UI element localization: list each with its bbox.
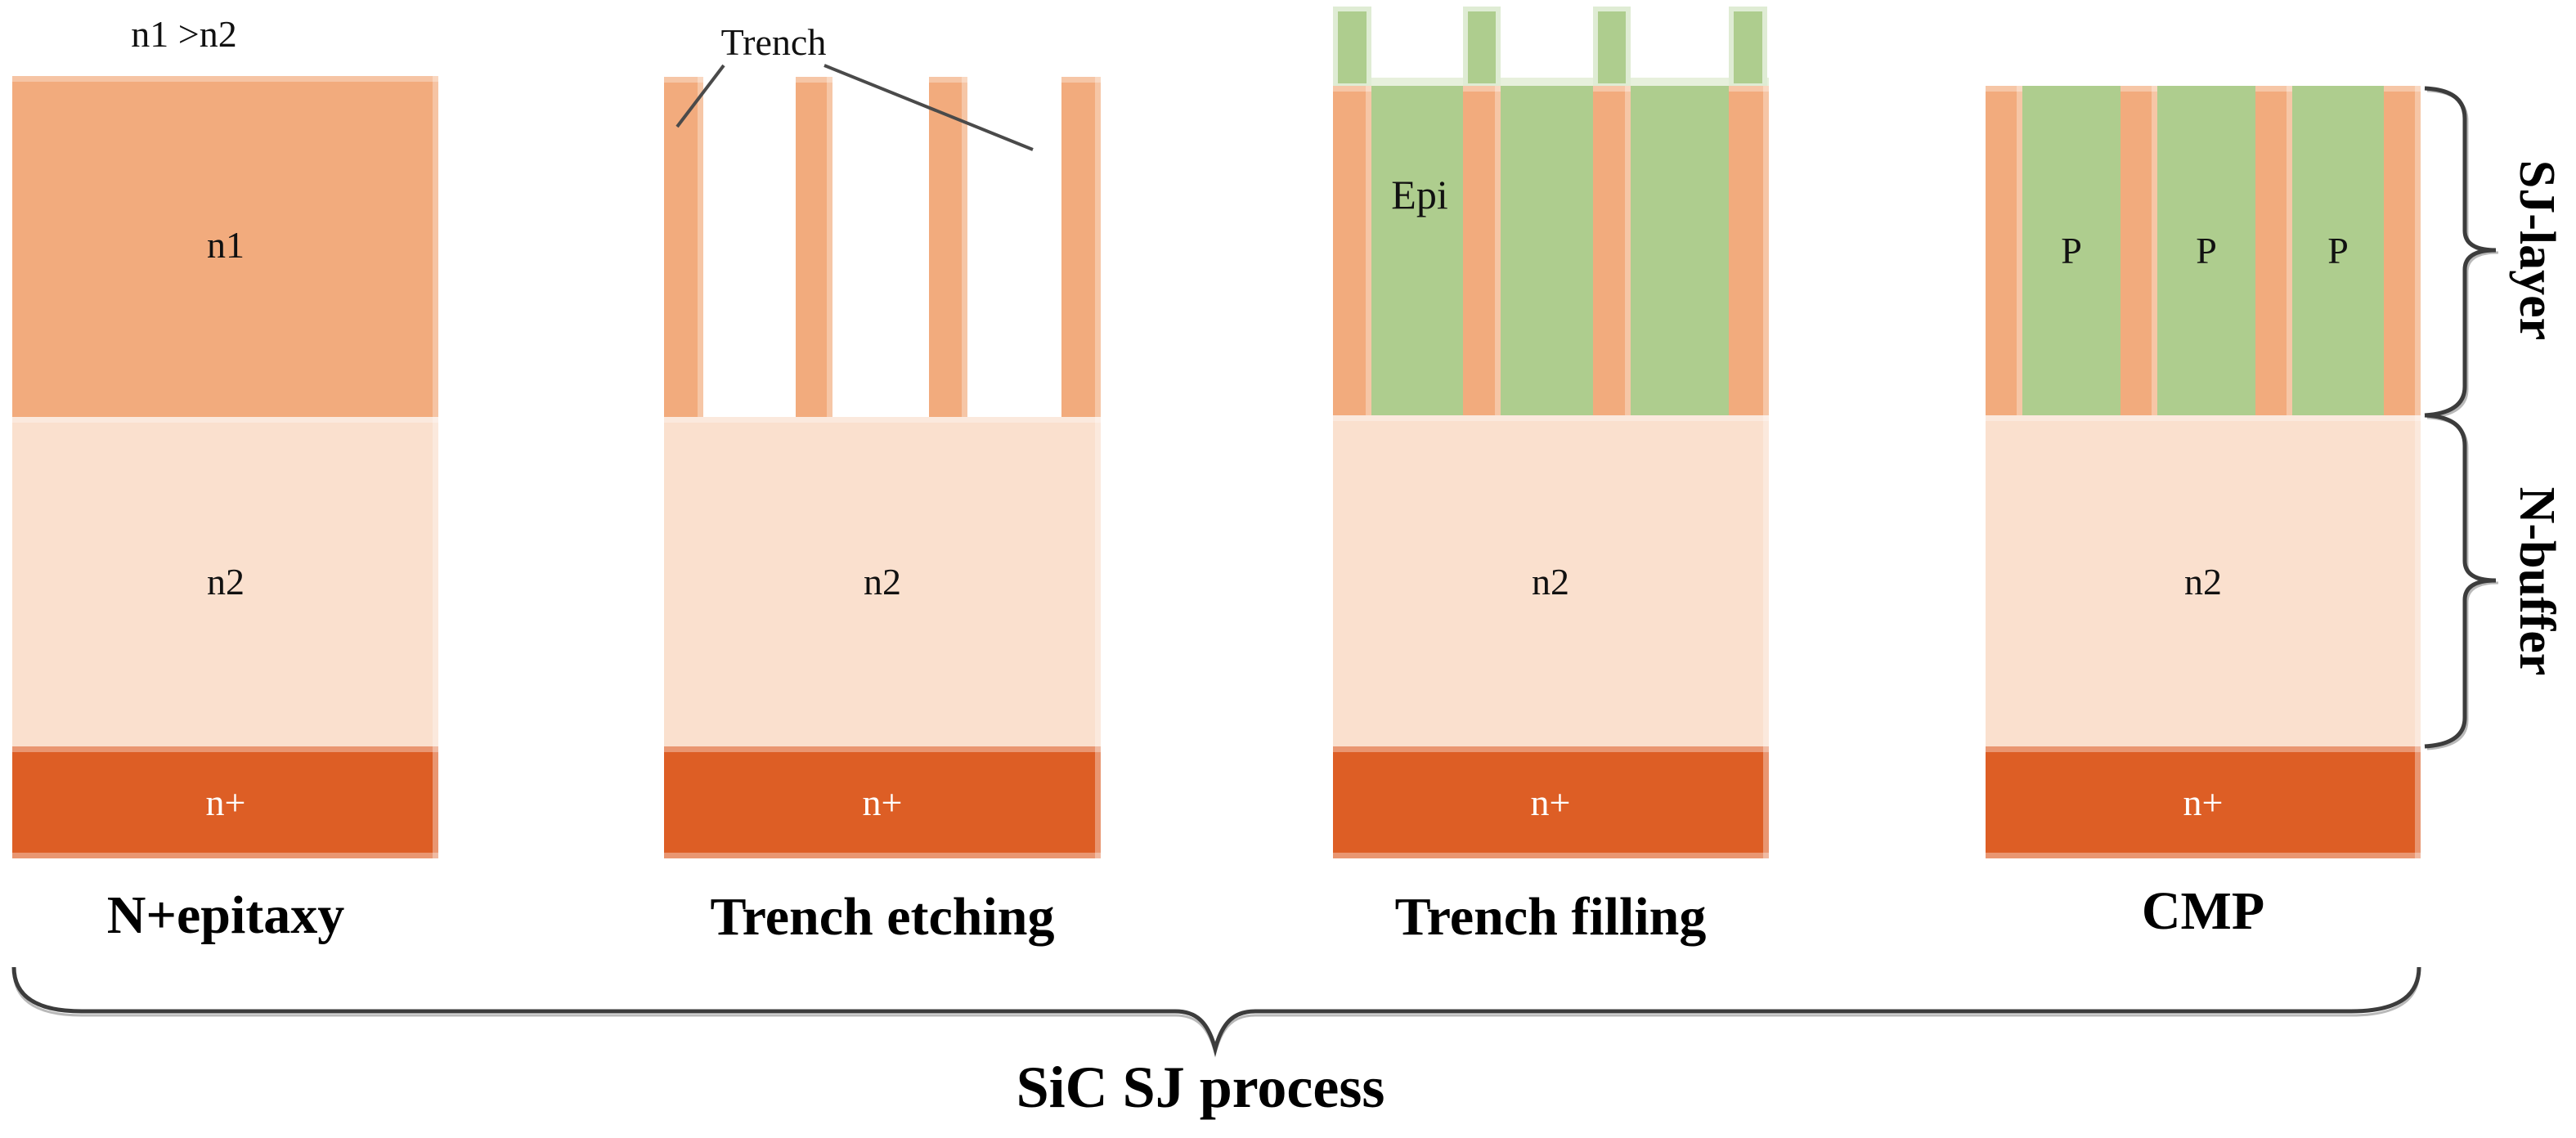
panel2-n2-layer — [664, 417, 1101, 746]
sj-layer-side-label: SJ-layer — [2509, 159, 2565, 341]
panel3-n2-label: n2 — [1532, 561, 1569, 603]
panel1-caption: N+epitaxy — [106, 885, 345, 945]
panel3-caption: Trench filling — [1394, 887, 1707, 947]
panel2-pillar-1 — [664, 77, 703, 417]
panel1-n1-layer — [12, 76, 438, 417]
panel3-epi-cap-4 — [1729, 7, 1767, 88]
doping-note-label: n1 >n2 — [131, 13, 237, 55]
panel4-caption: CMP — [2141, 881, 2265, 941]
panel2-pillar-2 — [796, 77, 832, 417]
panel3-pillar-1 — [1333, 86, 1371, 415]
panel4-p-label-1: P — [2061, 230, 2082, 271]
panel4-n2-layer — [1986, 415, 2421, 746]
panel4-sj-body — [1986, 86, 2421, 415]
panel2-nplus-label: n+ — [862, 782, 903, 823]
panel4-pillar-4 — [2384, 86, 2421, 415]
panel3-pillar-4 — [1729, 86, 1769, 415]
n-buffer-brace — [2424, 413, 2497, 749]
panel4-pillar-3 — [2255, 86, 2292, 415]
process-brace — [11, 966, 2421, 1057]
panel3-nplus-layer — [1333, 746, 1769, 858]
panel3-pillar-3 — [1593, 86, 1631, 415]
trench-pointer-left-line — [675, 64, 725, 128]
n-buffer-side-label: N-buffer — [2509, 486, 2565, 676]
panel4-n2-label: n2 — [2184, 561, 2222, 603]
process-title: SiC SJ process — [1016, 1055, 1385, 1120]
trench-label: Trench — [720, 21, 827, 63]
panel4-nplus-label: n+ — [2183, 782, 2224, 823]
panel1-nplus-layer — [12, 746, 438, 858]
panel4-pillar-1 — [1986, 86, 2022, 415]
panel3-epi-fill — [1333, 86, 1769, 415]
panel2-pillar-3 — [929, 77, 967, 417]
panel1-n2-label: n2 — [207, 561, 245, 603]
epi-label: Epi — [1391, 172, 1448, 217]
panel1-n1-label: n1 — [207, 224, 245, 266]
sj-layer-brace — [2424, 86, 2497, 418]
panel4-p-label-3: P — [2327, 230, 2349, 271]
panel4-p-label-2: P — [2196, 230, 2217, 271]
panel1-n2-layer — [12, 417, 438, 746]
panel2-caption: Trench etching — [710, 887, 1055, 947]
panel2-pillar-4 — [1061, 77, 1101, 417]
panel3-pillar-2 — [1463, 86, 1501, 415]
panel3-nplus-label: n+ — [1530, 782, 1571, 823]
panel4-pillar-2 — [2120, 86, 2157, 415]
trench-pointer-right-line — [824, 64, 1034, 151]
panel2-nplus-layer — [664, 746, 1101, 858]
panel1-nplus-label: n+ — [205, 782, 246, 823]
panel3-n2-layer — [1333, 415, 1769, 746]
panel4-nplus-layer — [1986, 746, 2421, 858]
panel2-n2-label: n2 — [864, 561, 901, 603]
